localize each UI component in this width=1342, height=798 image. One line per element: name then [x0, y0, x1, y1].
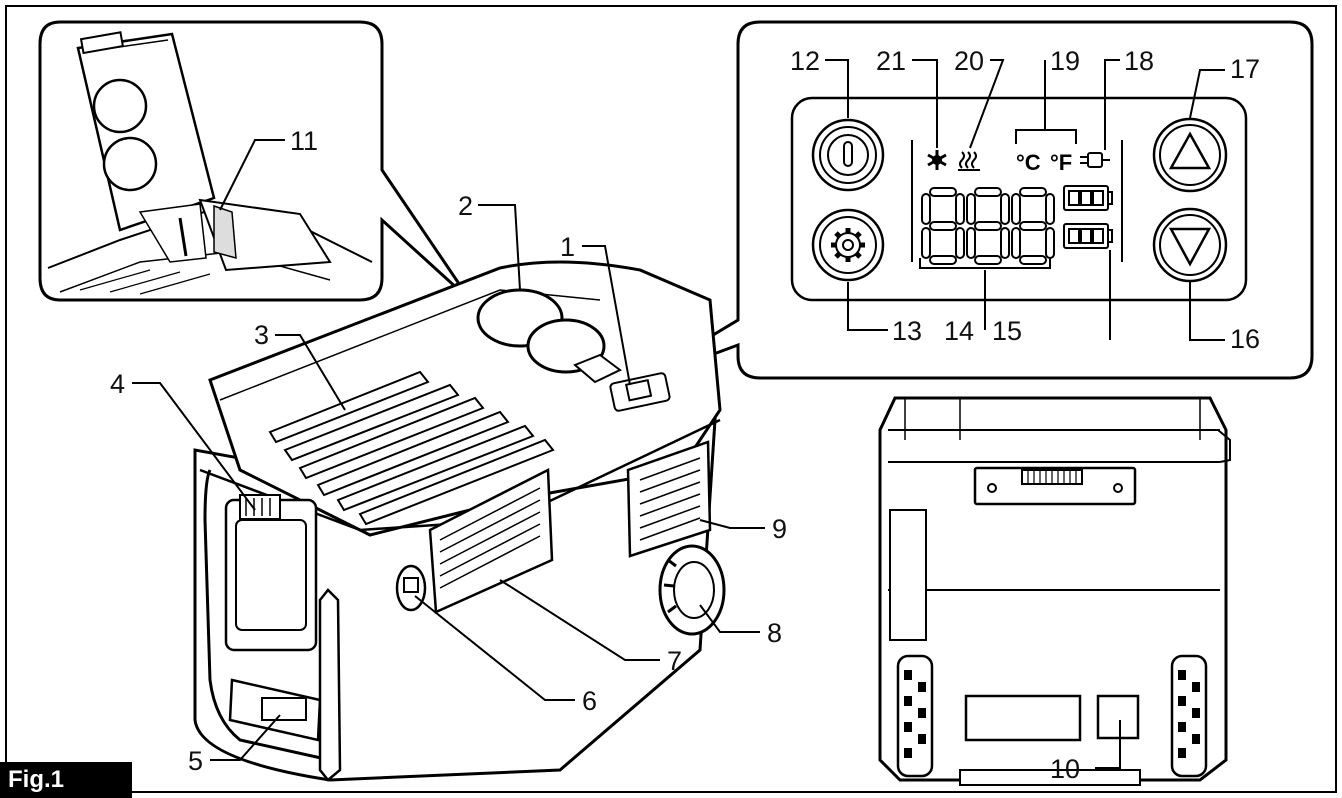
down-button	[1152, 207, 1228, 283]
gear-icon	[831, 228, 865, 262]
inset-lid-detail	[38, 20, 472, 302]
power-button	[811, 118, 885, 192]
callout-16: 16	[1230, 324, 1260, 354]
plug-icon	[1080, 152, 1110, 168]
callout-6: 6	[582, 686, 597, 716]
fahrenheit-unit: °F	[1050, 150, 1072, 175]
callout-8: 8	[767, 618, 782, 648]
lcd-display: °C °F	[911, 129, 1123, 269]
callout-3: 3	[254, 320, 269, 350]
cooling-icon	[927, 150, 947, 170]
seven-segment-digits	[921, 187, 1055, 265]
callout-1: 1	[560, 232, 575, 262]
triangle-up-icon	[1168, 131, 1212, 170]
callout-11: 11	[290, 126, 318, 156]
figure-label: Fig.1	[0, 762, 132, 798]
main-leader-lines	[132, 204, 765, 761]
callout-9: 9	[772, 514, 787, 544]
callout-5: 5	[188, 746, 203, 776]
callout-12: 12	[790, 46, 820, 76]
callout-15: 15	[992, 316, 1022, 346]
callout-10: 10	[1050, 754, 1080, 784]
callout-numbers: 1 2 3 4 5 6 7 8 9 10 11 12 13 14 15 16 1…	[110, 46, 1260, 784]
battery-indicator-top	[1063, 185, 1113, 211]
battery-indicator-bottom	[1063, 223, 1113, 249]
cooler-rear-view	[878, 396, 1231, 786]
inset-control-panel: °C °F	[629, 20, 1314, 387]
callout-7: 7	[667, 646, 682, 676]
callout-14: 14	[944, 316, 974, 346]
callout-17: 17	[1230, 54, 1260, 84]
rear-leader-line	[1095, 720, 1121, 769]
callout-20: 20	[954, 46, 984, 76]
callout-18: 18	[1124, 46, 1154, 76]
panel-leader-lines	[825, 59, 1225, 341]
celsius-unit: °C	[1016, 150, 1041, 175]
callout-13: 13	[892, 316, 922, 346]
cooler-main-view	[193, 260, 726, 782]
up-button	[1152, 117, 1228, 193]
triangle-down-icon	[1168, 227, 1212, 267]
setting-button	[811, 208, 885, 282]
heating-icon	[958, 151, 980, 171]
callout-19: 19	[1050, 46, 1080, 76]
callout-21: 21	[876, 46, 906, 76]
callout-4: 4	[110, 369, 125, 399]
figure-frame	[5, 5, 1337, 793]
callout-2: 2	[458, 191, 473, 221]
